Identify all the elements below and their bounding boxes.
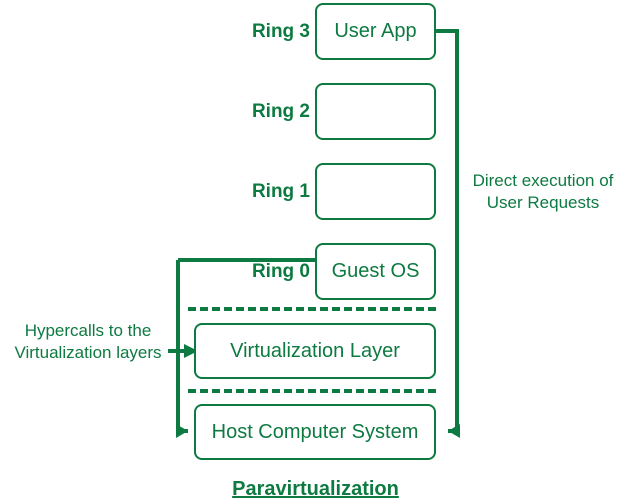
box-host-computer-system: Host Computer System: [194, 404, 436, 460]
divider-virtualization-host: [188, 389, 436, 393]
box-user-app: User App: [315, 3, 436, 60]
ring-label-2: Ring 2: [251, 101, 310, 122]
ring-label-0: Ring 0: [251, 261, 310, 282]
box-guest-os: Guest OS: [315, 243, 436, 300]
annotation-hypercalls: Hypercalls to the Virtualization layers: [14, 321, 162, 363]
divider-guest-virtualization: [188, 307, 436, 311]
box-virtualization-layer: Virtualization Layer: [194, 323, 436, 379]
annotation-direct-execution: Direct execution of User Requests: [472, 171, 614, 213]
ring-label-3: Ring 3: [251, 21, 310, 42]
ring-label-1: Ring 1: [251, 181, 310, 202]
box-ring1-empty: [315, 163, 436, 220]
box-ring2-empty: [315, 83, 436, 140]
diagram-title: Paravirtualization: [232, 478, 399, 500]
